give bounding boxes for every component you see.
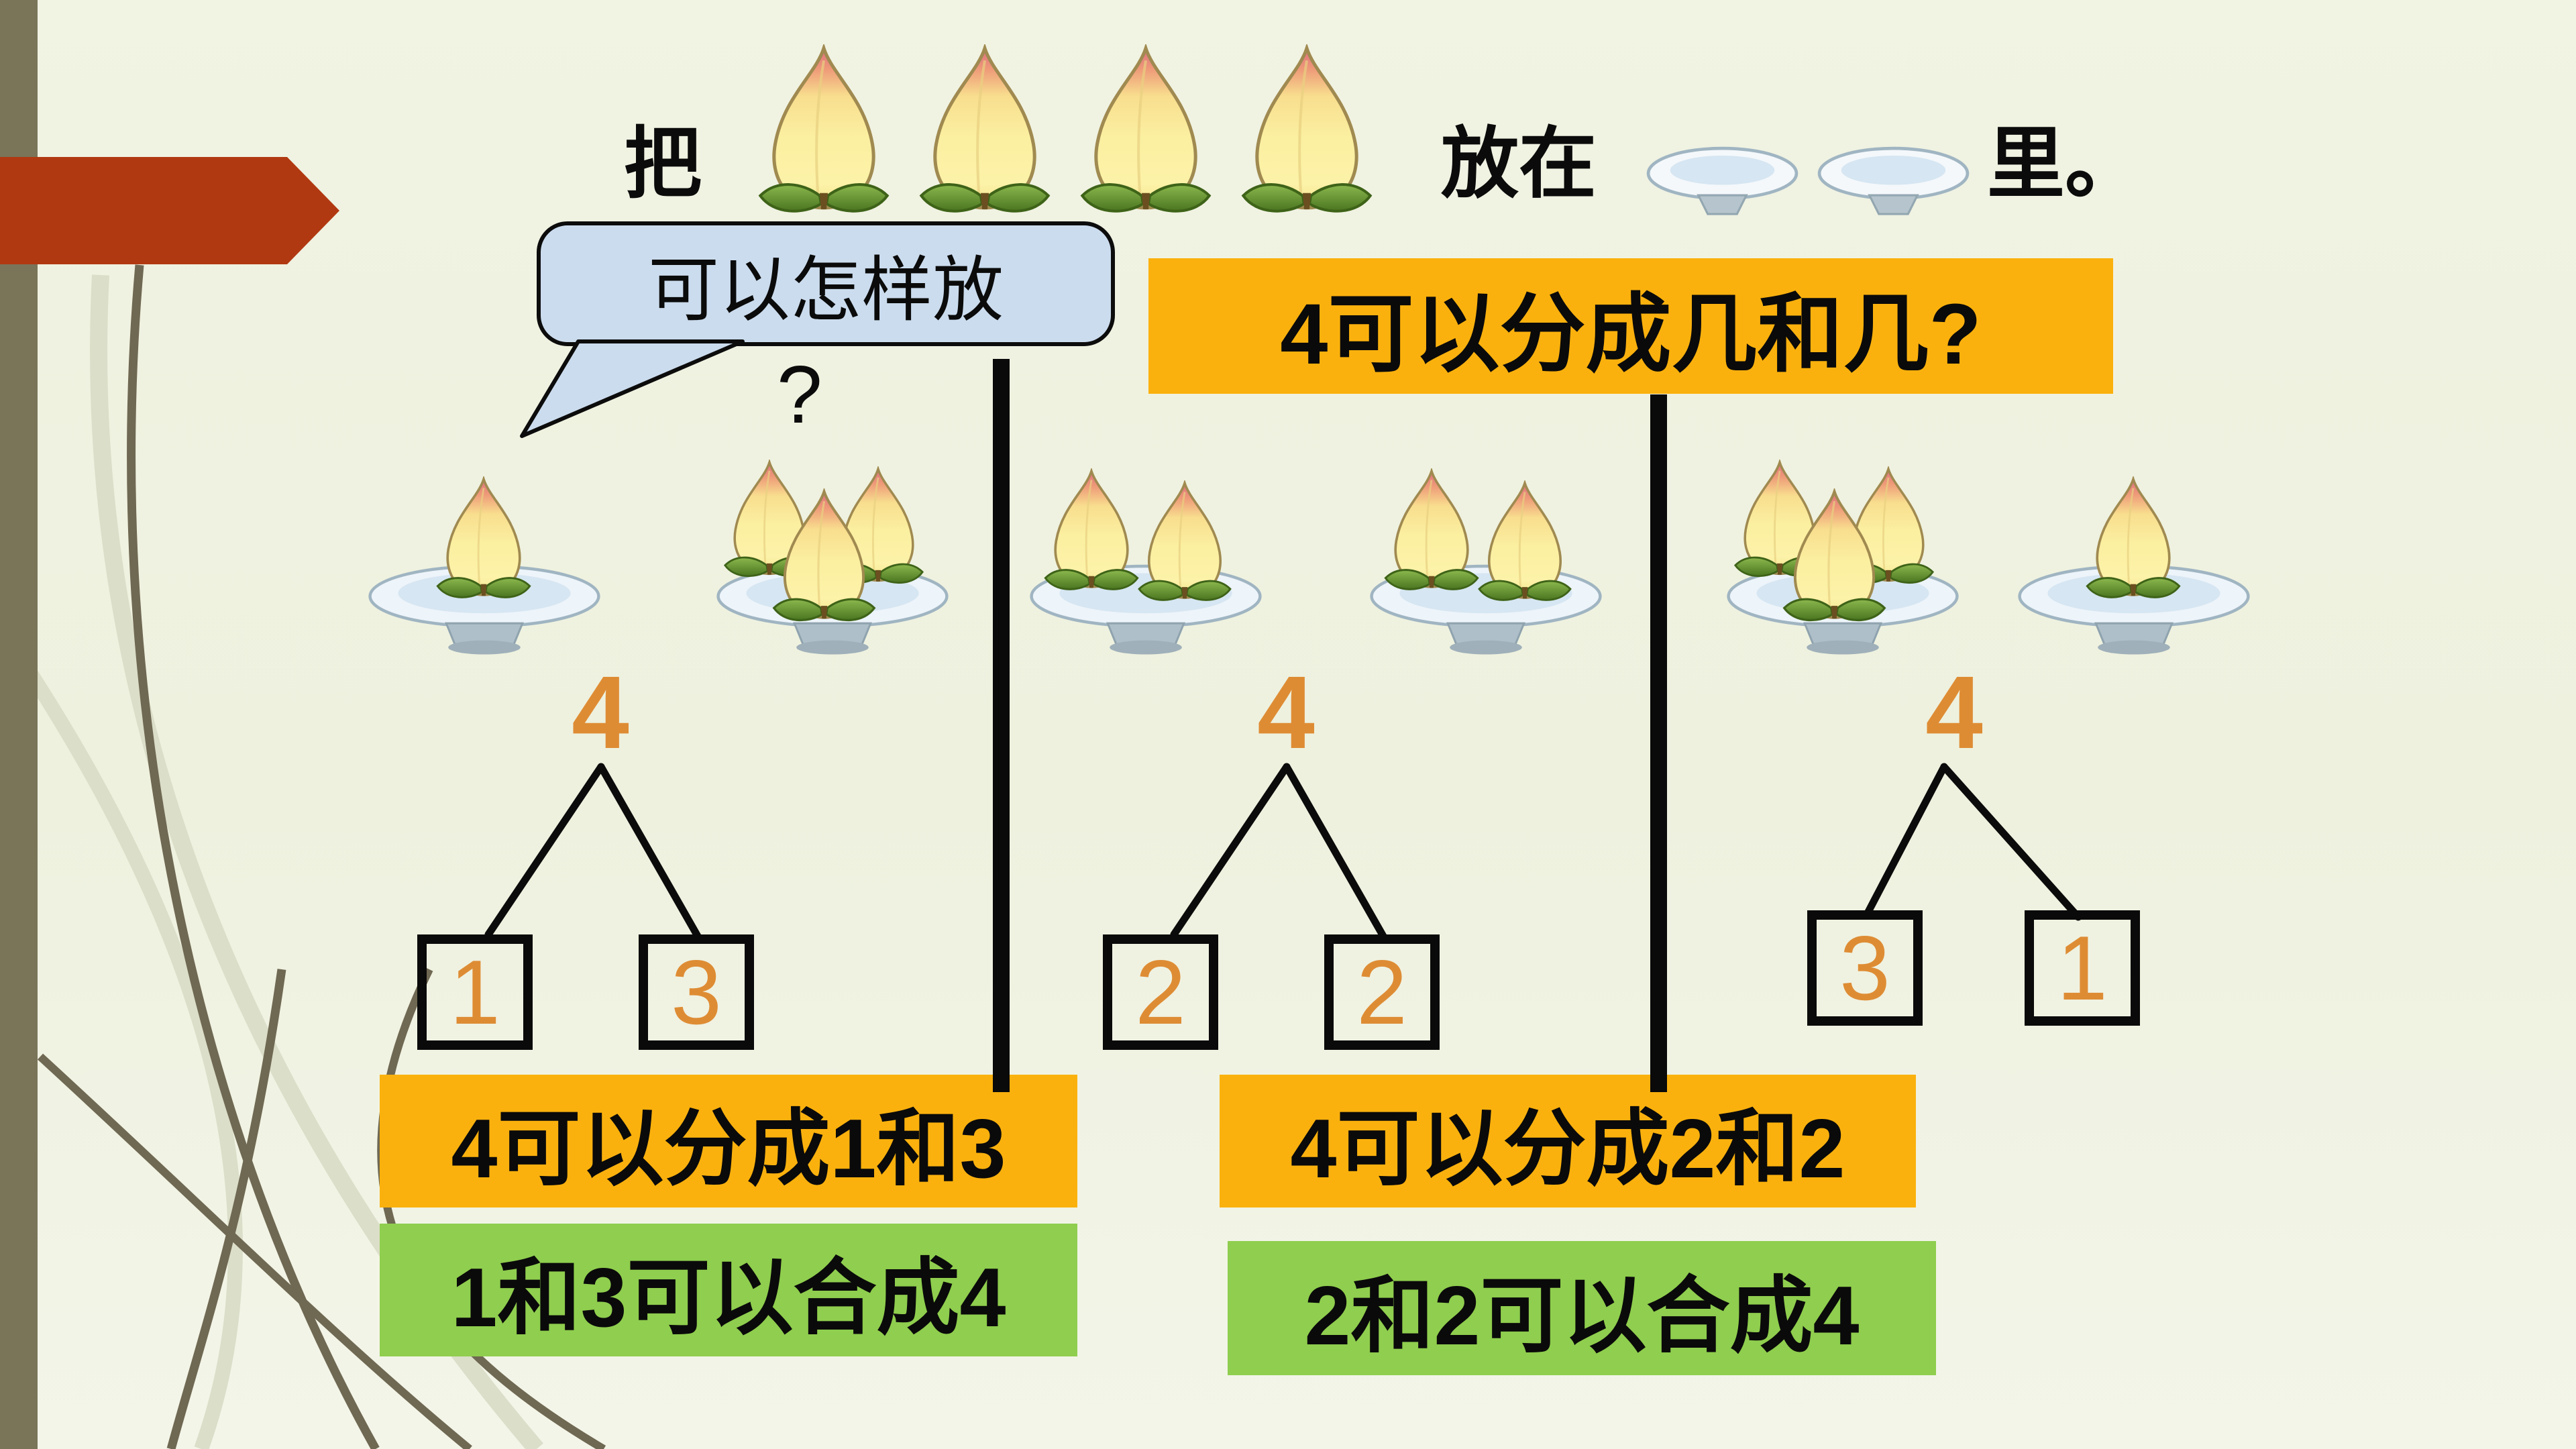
top-peaches-row xyxy=(746,44,1385,220)
peach-icon xyxy=(1229,44,1385,220)
tree-left-number: 1 xyxy=(449,941,500,1043)
tree-box-right: 2 xyxy=(1324,934,1440,1050)
peach-icon xyxy=(1068,44,1224,220)
tree-right-number: 3 xyxy=(671,941,722,1043)
decompose-banner-2: 4可以分成2和2 xyxy=(1220,1075,1916,1208)
title-prefix: 把 xyxy=(624,120,702,207)
bowl-icon xyxy=(1644,146,1801,221)
plate-with-1-peaches xyxy=(360,456,608,664)
tree-right-number: 2 xyxy=(1356,941,1407,1043)
peach-icon xyxy=(1474,480,1575,606)
speech-bubble-tail xyxy=(520,339,745,438)
title-suffix: 里。 xyxy=(1987,120,2143,207)
tree-total-number: 4 xyxy=(572,655,629,770)
tree-total-number: 4 xyxy=(1257,655,1315,770)
speech-bubble: 可以怎样放 xyxy=(537,221,1115,346)
number-bond-tree-2: 4 2 2 xyxy=(1088,661,1464,1077)
tree-box-right: 3 xyxy=(639,934,754,1050)
speech-bubble-text: 可以怎样放 xyxy=(648,251,1004,330)
peach-icon xyxy=(746,44,902,220)
tree-left-number: 3 xyxy=(1839,917,1890,1019)
divider-line-right xyxy=(1650,394,1667,1092)
peach-icon xyxy=(769,488,879,627)
peach-icon xyxy=(1381,468,1483,596)
number-bond-tree-3: 4 3 1 xyxy=(1756,655,2140,1077)
number-bond-tree-1: 4 1 3 xyxy=(402,661,778,1077)
tree-box-left: 2 xyxy=(1103,934,1218,1050)
tree-branch-lines xyxy=(484,763,703,943)
plate-with-1-peaches xyxy=(2010,456,2258,664)
question-banner: 4可以分成几和几? xyxy=(1148,258,2113,394)
tree-box-left: 3 xyxy=(1807,910,1923,1026)
question-mark: ? xyxy=(777,349,822,440)
peach-icon xyxy=(2082,476,2184,604)
tree-branch-lines xyxy=(1863,763,2082,921)
tree-box-right: 1 xyxy=(2025,910,2140,1026)
compose-banner-1: 1和3可以合成4 xyxy=(380,1224,1077,1356)
plate-with-2-peaches xyxy=(1022,456,1270,664)
plate-with-2-peaches xyxy=(1362,456,1610,664)
peach-icon xyxy=(1040,468,1142,596)
peach-icon xyxy=(1779,488,1890,627)
peach-icon xyxy=(433,476,535,604)
divider-line-left xyxy=(993,359,1010,1092)
tree-box-left: 1 xyxy=(417,934,533,1050)
title-middle: 放在 xyxy=(1441,120,1597,207)
red-arrow-icon xyxy=(0,157,339,264)
peach-icon xyxy=(907,44,1063,220)
tree-right-number: 1 xyxy=(2057,917,2108,1019)
bowls-row xyxy=(1644,146,1972,221)
compose-banner-2: 2和2可以合成4 xyxy=(1228,1241,1936,1375)
tree-left-number: 2 xyxy=(1135,941,1186,1043)
tree-branch-lines xyxy=(1170,763,1389,943)
bowl-icon xyxy=(1815,146,1972,221)
peach-icon xyxy=(1134,480,1235,606)
plate-with-3-peaches xyxy=(1719,456,1967,664)
plates-row xyxy=(0,456,2576,664)
tree-total-number: 4 xyxy=(1925,655,1983,770)
plate-with-3-peaches xyxy=(708,456,957,664)
decompose-banner-1: 4可以分成1和3 xyxy=(380,1075,1077,1208)
